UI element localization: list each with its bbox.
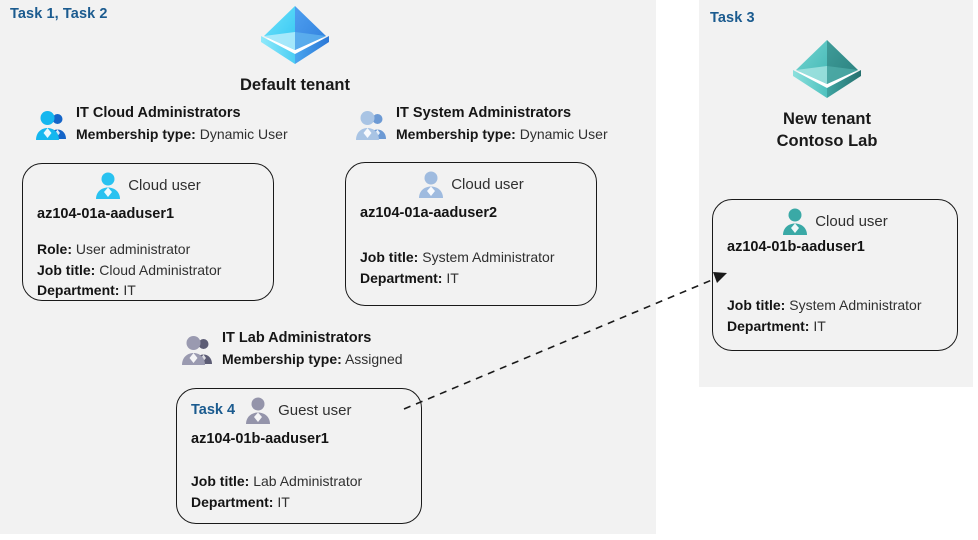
property-label: Department: xyxy=(37,282,120,299)
group-membership-label: Membership type: xyxy=(396,126,516,143)
cloud-user-icon xyxy=(783,208,808,235)
group-membership-value: Dynamic User xyxy=(199,126,288,143)
property-label: Job title: xyxy=(37,261,96,278)
user-type-label: Cloud user xyxy=(128,176,201,194)
group-membership-type: Membership type: Assigned xyxy=(222,349,403,370)
property-value: System Administrator xyxy=(422,249,555,265)
group-text: IT Cloud Administrators Membership type:… xyxy=(76,103,288,145)
user-properties: Job title: System Administrator Departme… xyxy=(346,247,596,288)
property-value: Lab Administrator xyxy=(253,473,363,489)
group-users-icon xyxy=(36,111,66,140)
default-tenant-name-line1: Default tenant xyxy=(239,76,350,94)
property-value: IT xyxy=(123,282,136,299)
task-label-3: Task 3 xyxy=(710,10,755,26)
azure-ad-tenant-icon xyxy=(261,6,329,64)
user-property-row: Role: User administrator xyxy=(37,239,273,260)
group-it-lab-administrators: IT Lab Administrators Membership type: A… xyxy=(182,328,403,370)
property-value: User administrator xyxy=(75,241,191,257)
user-property-row: Department: IT xyxy=(360,268,596,289)
cloud-user-icon xyxy=(419,171,444,198)
card-header: Cloud user xyxy=(713,204,957,238)
group-membership-label: Membership type: xyxy=(222,351,342,368)
user-principal-name: az104-01b-aaduser1 xyxy=(191,431,329,447)
card-header: Cloud user xyxy=(23,168,273,202)
property-label: Role: xyxy=(37,241,72,257)
group-it-cloud-administrators: IT Cloud Administrators Membership type:… xyxy=(36,103,288,145)
user-principal-name: az104-01a-aaduser1 xyxy=(37,206,175,222)
user-principal-name: az104-01b-aaduser1 xyxy=(727,239,865,255)
property-label: Department: xyxy=(360,269,443,286)
user-property-row: Job title: System Administrator xyxy=(360,247,596,268)
card-header: Task 4 Guest user xyxy=(177,393,421,427)
new-tenant-name-line1: New tenant xyxy=(782,110,871,128)
user-principal-name: az104-01a-aaduser2 xyxy=(360,205,498,221)
property-label: Department: xyxy=(191,493,274,510)
user-property-row: Job title: System Administrator xyxy=(727,295,957,316)
group-text: IT Lab Administrators Membership type: A… xyxy=(222,328,403,370)
property-label: Department: xyxy=(727,317,810,334)
property-label: Job title: xyxy=(727,297,786,313)
group-membership-label: Membership type: xyxy=(76,126,196,143)
group-membership-type: Membership type: Dynamic User xyxy=(76,124,288,145)
user-property-row: Job title: Lab Administrator xyxy=(191,471,421,492)
user-type-label: Cloud user xyxy=(815,212,888,230)
task-label-4: Task 4 xyxy=(191,402,236,418)
user-card-az104-01a-aaduser1: Cloud user az104-01a-aaduser1 Role: User… xyxy=(22,163,274,301)
user-card-az104-01b-aaduser1-guest: Task 4 Guest user az104-01b-aaduser1 Job… xyxy=(176,388,422,524)
card-header: Cloud user xyxy=(346,167,596,201)
property-label: Job title: xyxy=(360,249,419,265)
group-membership-type: Membership type: Dynamic User xyxy=(396,124,608,145)
user-properties: Job title: System Administrator Departme… xyxy=(713,295,957,336)
user-property-row: Department: IT xyxy=(37,280,273,301)
user-card-az104-01b-aaduser1-cloud: Cloud user az104-01b-aaduser1 Job title:… xyxy=(712,199,958,351)
property-value: IT xyxy=(446,269,459,286)
group-users-icon xyxy=(356,111,386,140)
azure-ad-tenant-icon xyxy=(793,40,861,98)
task-label-1-2: Task 1, Task 2 xyxy=(10,6,108,22)
user-type-label: Guest user xyxy=(278,401,352,419)
new-tenant-name-line2: Contoso Lab xyxy=(776,132,878,151)
user-properties: Job title: Lab Administrator Department:… xyxy=(177,471,421,512)
cloud-user-icon xyxy=(96,172,121,199)
user-card-az104-01a-aaduser2: Cloud user az104-01a-aaduser2 Job title:… xyxy=(345,162,597,306)
guest-user-icon xyxy=(246,397,271,424)
group-users-icon xyxy=(182,336,212,365)
user-property-row: Department: IT xyxy=(191,492,421,513)
user-property-row: Job title: Cloud Administrator xyxy=(37,260,273,281)
group-title: IT Cloud Administrators xyxy=(76,105,241,121)
new-tenant-name: New tenant Contoso Lab xyxy=(760,108,894,153)
user-type-label: Cloud user xyxy=(451,175,524,193)
default-tenant-block: Default tenant xyxy=(228,2,362,96)
property-value: IT xyxy=(813,317,826,334)
group-text: IT System Administrators Membership type… xyxy=(396,103,608,145)
property-value: System Administrator xyxy=(789,297,922,313)
group-title: IT System Administrators xyxy=(396,105,572,121)
group-membership-value: Assigned xyxy=(344,351,403,368)
property-value: IT xyxy=(277,493,290,510)
default-tenant-name: Default tenant xyxy=(228,74,362,96)
group-title: IT Lab Administrators xyxy=(222,330,372,346)
property-value: Cloud Administrator xyxy=(99,261,222,278)
group-it-system-administrators: IT System Administrators Membership type… xyxy=(356,103,608,145)
new-tenant-block: New tenant Contoso Lab xyxy=(760,36,894,153)
user-properties: Role: User administrator Job title: Clou… xyxy=(23,239,273,301)
group-membership-value: Dynamic User xyxy=(519,126,608,143)
property-label: Job title: xyxy=(191,473,250,489)
user-property-row: Department: IT xyxy=(727,316,957,337)
